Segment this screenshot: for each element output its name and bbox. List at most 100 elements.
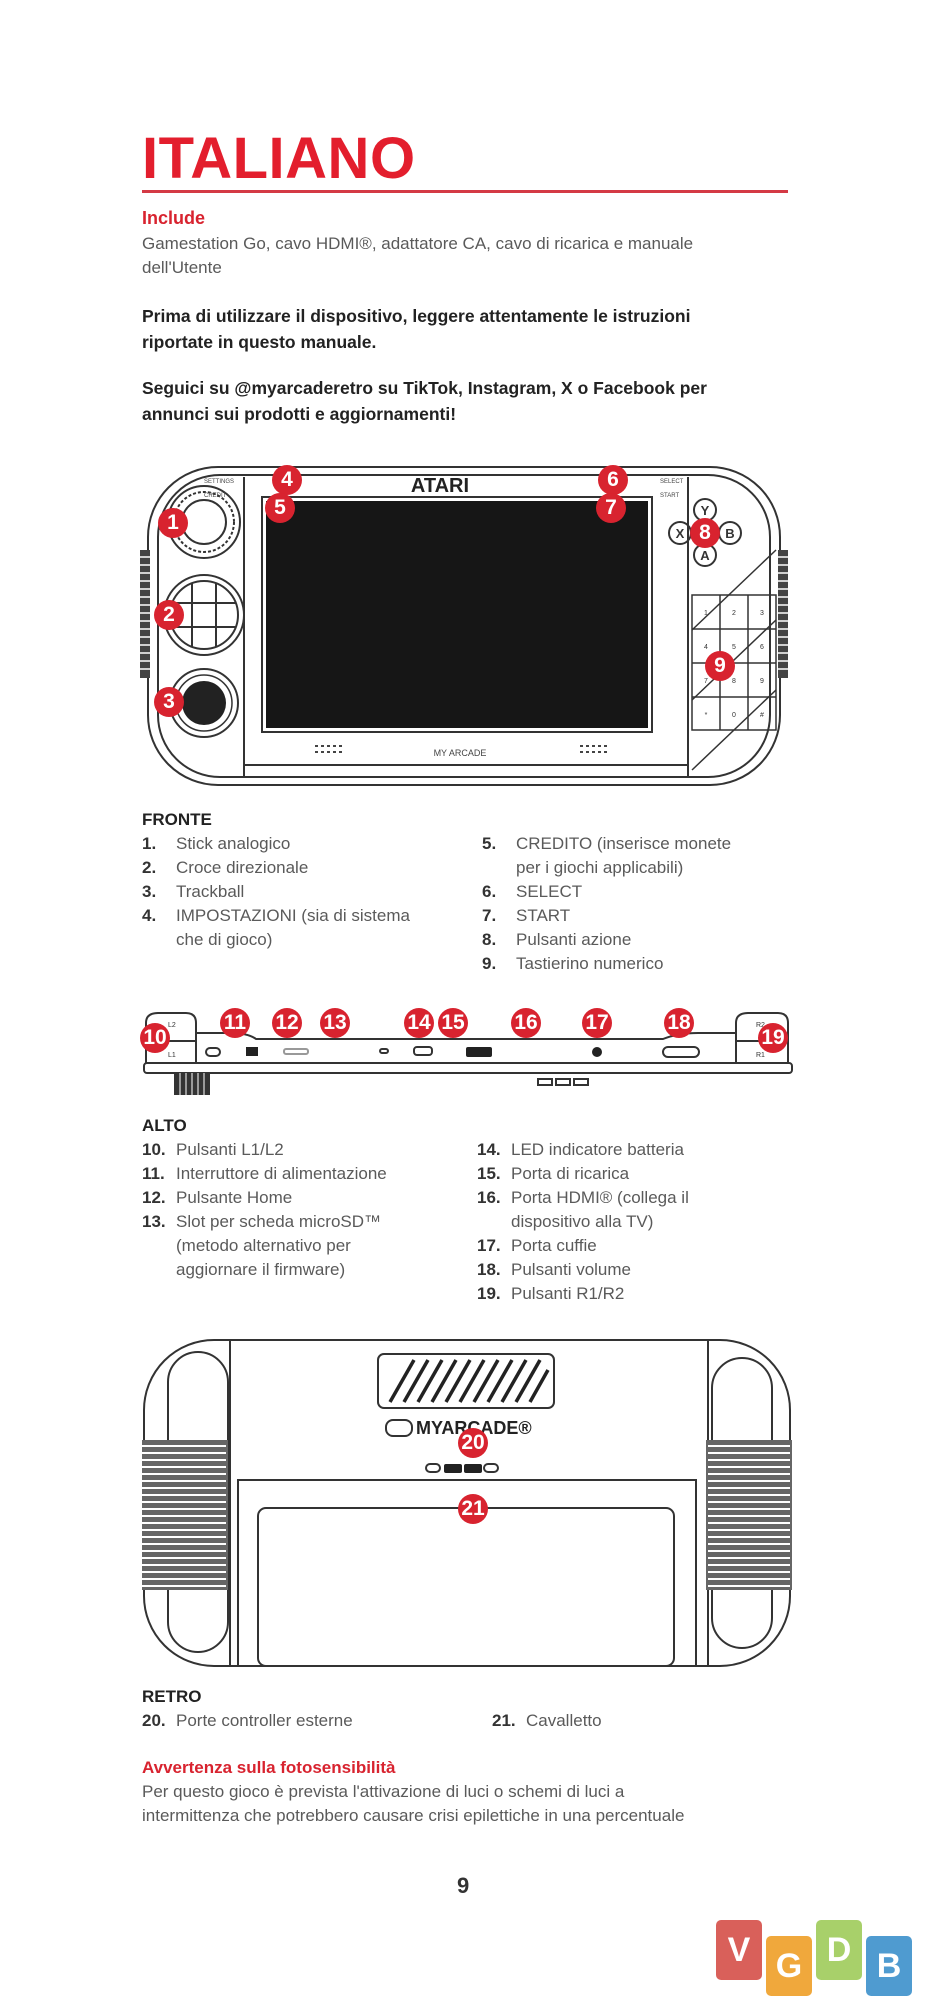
callout-badge: 18 xyxy=(664,1008,694,1038)
item-text: Pulsanti azione xyxy=(516,930,632,949)
front-view-diagram: ATARI SETTINGS CREDIT SELECT START MY AR… xyxy=(140,455,790,795)
watermark-letter: B xyxy=(866,1936,912,1996)
callout-badge: 1 xyxy=(158,508,188,538)
top-heading: ALTO xyxy=(142,1116,187,1135)
svg-text:B: B xyxy=(725,526,734,541)
keypad-key: # xyxy=(760,712,764,719)
svg-text:A: A xyxy=(700,548,710,563)
item-number: 7. xyxy=(482,906,497,925)
keypad-key: 1 xyxy=(704,610,708,617)
keypad-key: 3 xyxy=(760,610,764,617)
list-item: 19. Pulsanti R1/R2 xyxy=(477,1282,624,1306)
keypad-key: 8 xyxy=(732,678,736,685)
page-number: 9 xyxy=(457,1873,470,1898)
svg-text:START: START xyxy=(660,493,679,499)
follow-notice-line: Seguici su @myarcaderetro su TikTok, Ins… xyxy=(142,378,707,398)
warning-line: intermittenza che potrebbero causare cri… xyxy=(142,1806,685,1825)
warning-text: Per questo gioco è prevista l'attivazion… xyxy=(142,1780,684,1828)
item-text: SELECT xyxy=(516,882,583,901)
item-text: per i giochi applicabili) xyxy=(516,858,684,877)
item-text: START xyxy=(516,906,571,925)
includes-heading: Include xyxy=(142,208,206,228)
svg-text:Y: Y xyxy=(701,503,710,518)
list-item: 8. Pulsanti azione xyxy=(482,928,631,952)
svg-text:CREDIT: CREDIT xyxy=(204,493,227,499)
keypad-key: 7 xyxy=(704,678,708,685)
item-text: Trackball xyxy=(176,882,245,901)
watermark-letter: D xyxy=(816,1920,862,1980)
item-text: Pulsanti R1/R2 xyxy=(511,1284,625,1303)
svg-text:SELECT: SELECT xyxy=(660,479,684,485)
callout-badge: 3 xyxy=(154,687,184,717)
item-number: 16. xyxy=(477,1188,501,1207)
svg-text:L2: L2 xyxy=(168,1022,176,1029)
item-number: 5. xyxy=(482,834,497,853)
list-item: 13.Slot per scheda microSD™(metodo alter… xyxy=(142,1210,381,1282)
svg-text:SETTINGS: SETTINGS xyxy=(204,479,234,485)
svg-text:L1: L1 xyxy=(168,1052,176,1059)
thumbstick-side xyxy=(174,1073,210,1095)
item-text: Porta di ricarica xyxy=(511,1164,630,1183)
screen xyxy=(266,501,648,728)
item-text: Porte controller esterne xyxy=(176,1711,353,1730)
item-text: Interruttore di alimentazione xyxy=(176,1164,387,1183)
item-text: Cavalletto xyxy=(526,1711,602,1730)
callout-badge: 2 xyxy=(154,600,184,630)
item-number: 6. xyxy=(482,882,497,901)
item-number: 14. xyxy=(477,1140,501,1159)
item-number: 12. xyxy=(142,1188,166,1207)
follow-notice-line: annunci sui prodotti e aggiornamenti! xyxy=(142,404,457,424)
callout-badge: 5 xyxy=(265,493,295,523)
watermark-letter: V xyxy=(716,1920,762,1980)
callout-badge: 7 xyxy=(596,493,626,523)
list-item: 4. IMPOSTAZIONI (sia di sistema che di gio… xyxy=(142,904,410,952)
callout-badge: 4 xyxy=(272,465,302,495)
includes-line: dell'Utente xyxy=(142,258,222,277)
myarcade-logo: MY ARCADE xyxy=(434,748,487,758)
callout-badge: 16 xyxy=(511,1008,541,1038)
list-item: 20.Porte controller esterne xyxy=(142,1709,353,1733)
item-number: 2. xyxy=(142,858,157,877)
read-notice-line: riportate in questo manuale. xyxy=(142,332,377,352)
keypad-key: 5 xyxy=(732,644,736,651)
callout-badge: 12 xyxy=(272,1008,302,1038)
item-text: Pulsante Home xyxy=(176,1188,293,1207)
list-item: 3. Trackball xyxy=(142,880,244,904)
list-item: 9.Tastierino numerico xyxy=(482,952,663,976)
vgdb-watermark: V G D B xyxy=(716,1920,926,2000)
follow-notice: Seguici su @myarcaderetro su TikTok, Ins… xyxy=(142,375,707,427)
list-item: 14.LED indicatore batteria xyxy=(477,1138,684,1162)
list-item: 17.Porta cuffie xyxy=(477,1234,597,1258)
item-text: Pulsanti L1/L2 xyxy=(176,1140,284,1159)
callout-badge: 6 xyxy=(598,465,628,495)
item-number: 1. xyxy=(142,834,157,853)
item-number: 9. xyxy=(482,954,497,973)
top-view-diagram: L2 L1 R2 R1 10 11 12 13 14 15 16 17 18 1… xyxy=(138,1003,798,1101)
back-heading: RETRO xyxy=(142,1687,202,1706)
item-number: 3. xyxy=(142,882,157,901)
item-number: 19. xyxy=(477,1284,501,1303)
list-item: 12. Pulsante Home xyxy=(142,1186,292,1210)
item-text: (metodo alternativo per xyxy=(176,1236,351,1255)
item-number: 13. xyxy=(142,1212,166,1231)
list-item: 11.Interruttore di alimentazione xyxy=(142,1162,387,1186)
keypad-key: 9 xyxy=(760,678,764,685)
item-number: 10. xyxy=(142,1140,166,1159)
keypad-key: 2 xyxy=(732,610,736,617)
list-item: 18.Pulsanti volume xyxy=(477,1258,631,1282)
includes-line: Gamestation Go, cavo HDMI®, adattatore C… xyxy=(142,234,694,253)
item-number: 21. xyxy=(492,1711,516,1730)
item-number: 15. xyxy=(477,1164,501,1183)
item-text: IMPOSTAZIONI (sia di sistema xyxy=(176,906,410,925)
svg-text:R1: R1 xyxy=(756,1052,765,1059)
item-text: che di gioco) xyxy=(176,930,273,949)
callout-badge: 13 xyxy=(320,1008,350,1038)
item-number: 8. xyxy=(482,930,497,949)
read-notice: Prima di utilizzare il dispositivo, legg… xyxy=(142,303,690,355)
item-number: 4. xyxy=(142,906,157,925)
callout-badge: 21 xyxy=(458,1494,488,1524)
back-list: 20.Porte controller esterne 21. Cavalletto xyxy=(142,1709,802,1739)
warning-line: Per questo gioco è prevista l'attivazion… xyxy=(142,1782,625,1801)
